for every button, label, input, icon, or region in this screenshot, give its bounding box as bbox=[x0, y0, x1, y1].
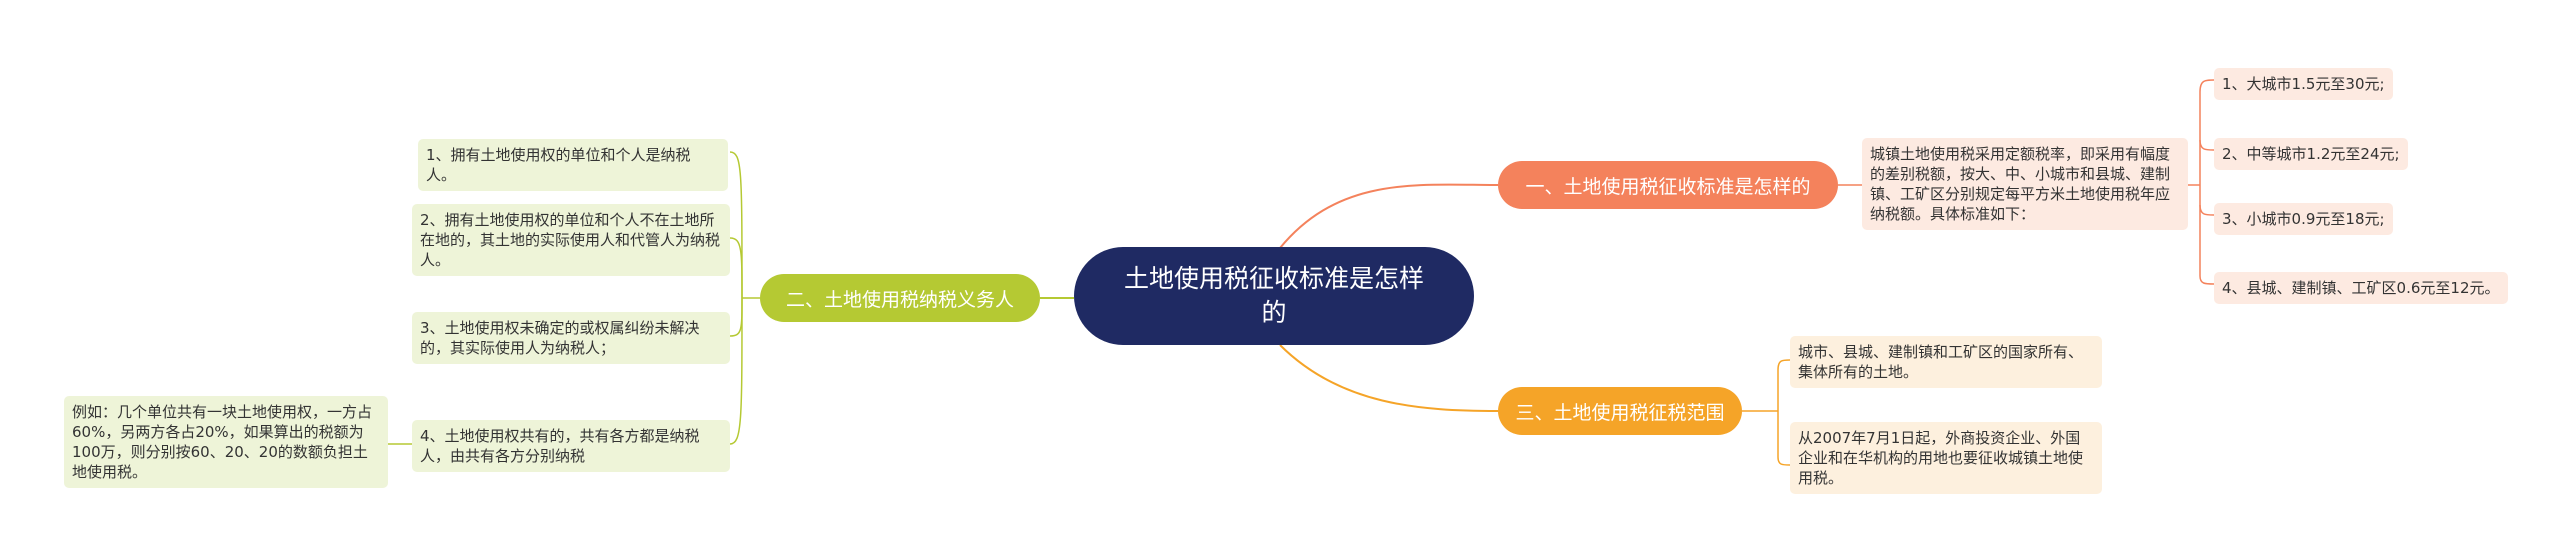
branch-3-scope[interactable]: 三、土地使用税征税范围 bbox=[1498, 387, 1742, 435]
branch-2-item-4-text: 4、土地使用权共有的，共有各方都是纳税人，由共有各方分别纳税 bbox=[420, 427, 700, 465]
branch-1-item-3-text: 3、小城市0.9元至18元; bbox=[2222, 210, 2385, 228]
branch-2-item-2-text: 2、拥有土地使用权的单位和个人不在土地所在地的，其土地的实际使用人和代管人为纳税… bbox=[420, 211, 721, 269]
branch-2-item-3-text: 3、土地使用权未确定的或权属纠纷未解决的，其实际使用人为纳税人； bbox=[420, 319, 700, 357]
branch-3-item-1-text: 城市、县城、建制镇和工矿区的国家所有、集体所有的土地。 bbox=[1798, 343, 2084, 381]
branch-1-item-2[interactable]: 2、中等城市1.2元至24元; bbox=[2214, 138, 2408, 170]
branch-3-label: 三、土地使用税征税范围 bbox=[1515, 401, 1725, 424]
branch-2-label: 二、土地使用税纳税义务人 bbox=[785, 288, 1014, 311]
central-topic[interactable]: 土地使用税征收标准是怎样的 bbox=[1074, 247, 1474, 345]
branch-2-example-text: 例如：几个单位共有一块土地使用权，一方占60%，另两方各占20%，如果算出的税额… bbox=[72, 403, 373, 481]
branch-3-item-2-text: 从2007年7月1日起，外商投资企业、外国企业和在华机构的用地也要征收城镇土地使… bbox=[1798, 429, 2084, 487]
branch-1-detail-text: 城镇土地使用税采用定额税率，即采用有幅度的差别税额，按大、中、小城市和县城、建制… bbox=[1870, 145, 2171, 223]
branch-1-label: 一、土地使用税征收标准是怎样的 bbox=[1525, 175, 1811, 198]
branch-1-detail[interactable]: 城镇土地使用税采用定额税率，即采用有幅度的差别税额，按大、中、小城市和县城、建制… bbox=[1862, 138, 2188, 230]
branch-2-example[interactable]: 例如：几个单位共有一块土地使用权，一方占60%，另两方各占20%，如果算出的税额… bbox=[64, 396, 388, 488]
branch-1-item-1-text: 1、大城市1.5元至30元; bbox=[2222, 75, 2385, 93]
branch-2-item-2[interactable]: 2、拥有土地使用权的单位和个人不在土地所在地的，其土地的实际使用人和代管人为纳税… bbox=[412, 204, 730, 276]
branch-2-taxpayer[interactable]: 二、土地使用税纳税义务人 bbox=[760, 274, 1040, 322]
branch-2-item-3[interactable]: 3、土地使用权未确定的或权属纠纷未解决的，其实际使用人为纳税人； bbox=[412, 312, 730, 364]
branch-3-item-1[interactable]: 城市、县城、建制镇和工矿区的国家所有、集体所有的土地。 bbox=[1790, 336, 2102, 388]
branch-2-item-1-text: 1、拥有土地使用权的单位和个人是纳税人。 bbox=[426, 146, 691, 184]
branch-1-item-3[interactable]: 3、小城市0.9元至18元; bbox=[2214, 203, 2393, 235]
branch-3-item-2[interactable]: 从2007年7月1日起，外商投资企业、外国企业和在华机构的用地也要征收城镇土地使… bbox=[1790, 422, 2102, 494]
branch-1-item-1[interactable]: 1、大城市1.5元至30元; bbox=[2214, 68, 2393, 100]
branch-1-standard[interactable]: 一、土地使用税征收标准是怎样的 bbox=[1498, 161, 1838, 209]
branch-1-item-2-text: 2、中等城市1.2元至24元; bbox=[2222, 145, 2400, 163]
branch-1-item-4-text: 4、县城、建制镇、工矿区0.6元至12元。 bbox=[2222, 279, 2500, 297]
branch-1-item-4[interactable]: 4、县城、建制镇、工矿区0.6元至12元。 bbox=[2214, 272, 2508, 304]
branch-2-item-1[interactable]: 1、拥有土地使用权的单位和个人是纳税人。 bbox=[418, 139, 728, 191]
branch-2-item-4[interactable]: 4、土地使用权共有的，共有各方都是纳税人，由共有各方分别纳税 bbox=[412, 420, 730, 472]
central-topic-label: 土地使用税征收标准是怎样的 bbox=[1123, 264, 1424, 327]
